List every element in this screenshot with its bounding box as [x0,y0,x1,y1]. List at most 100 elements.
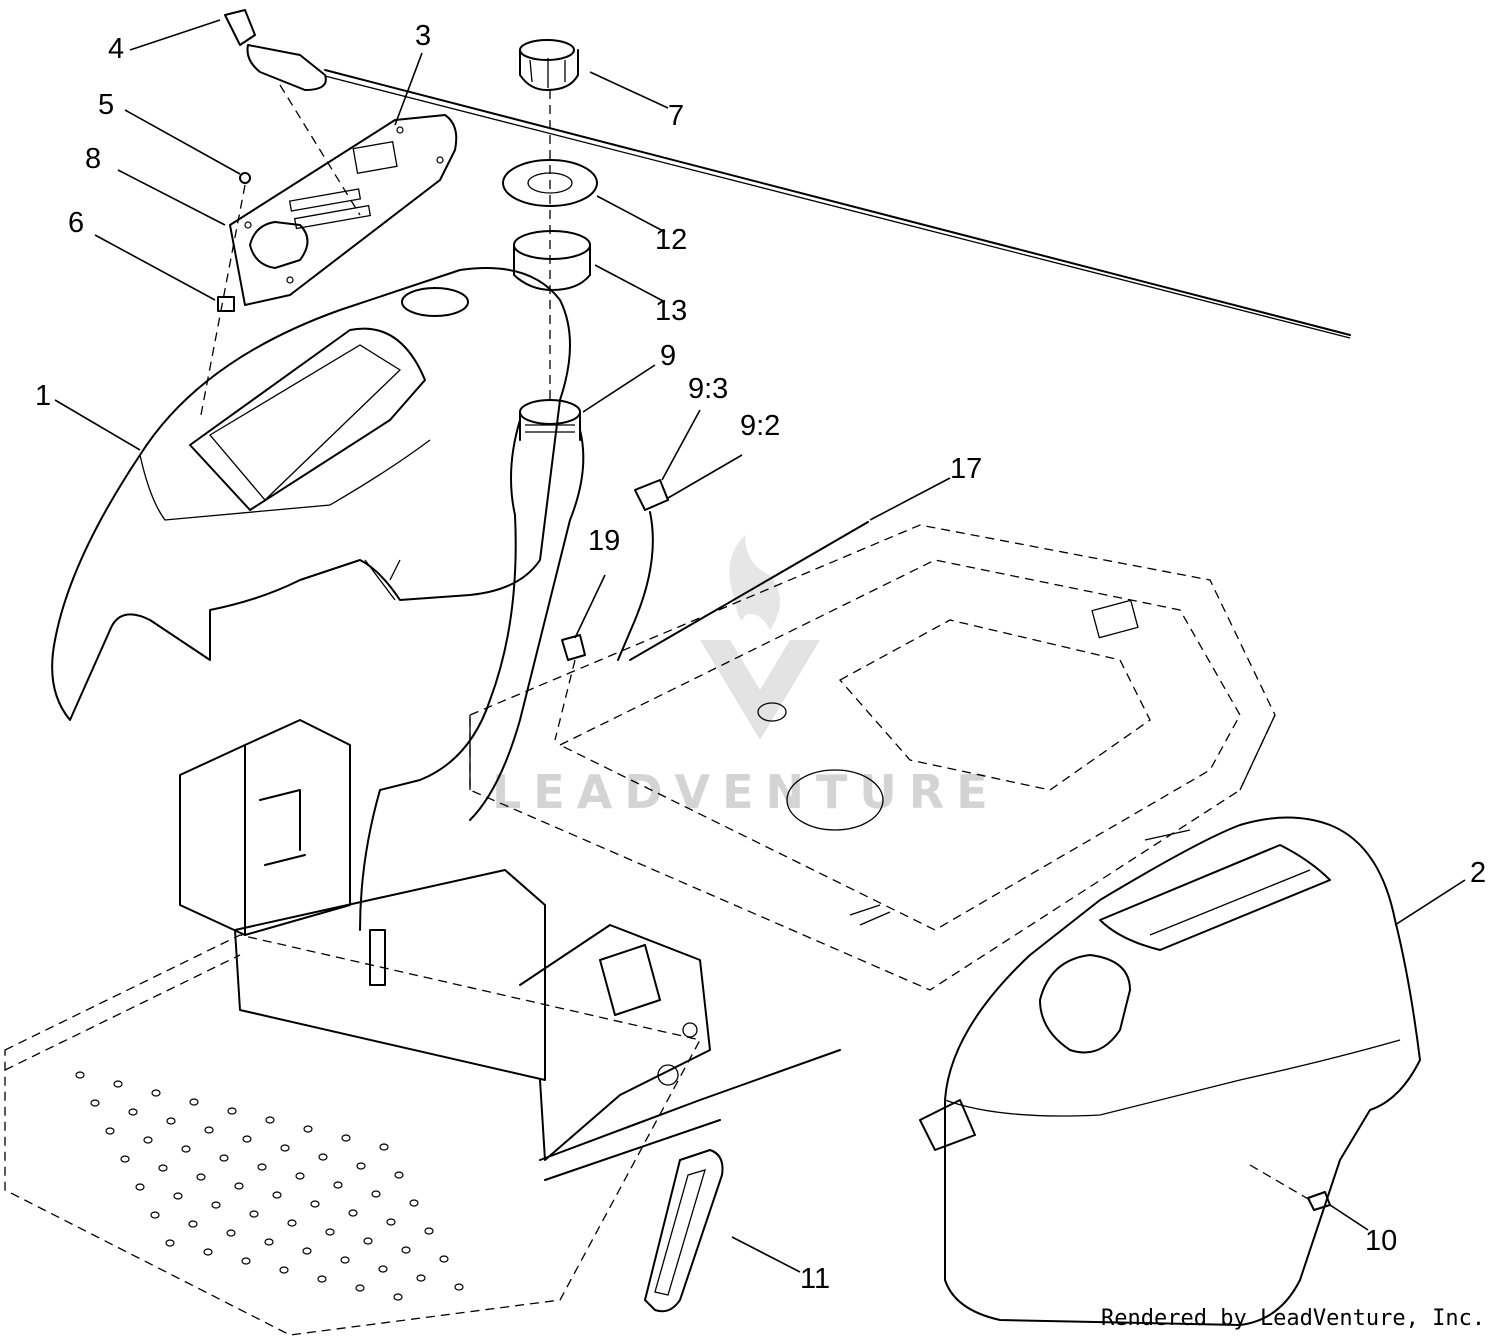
floor-hole [135,1183,145,1191]
floor-hole [234,1182,244,1190]
floor-hole [333,1181,343,1189]
floor-hole [424,1227,434,1235]
callout-9: 9 [660,340,676,372]
floor-hole [265,1116,275,1124]
floor-hole [75,1071,85,1079]
part-1-left-console [51,267,571,721]
floor-hole [189,1098,199,1106]
floor-hole [303,1125,313,1133]
floor-hole [90,1099,100,1107]
watermark: LEADVENTURE [492,535,1000,819]
part-6-nut [217,296,235,312]
floor-hole [219,1154,229,1162]
floor-hole [113,1080,123,1088]
floor-hole [280,1144,290,1152]
floor-hole [279,1266,289,1274]
fuel-tank [359,399,585,931]
callout-2: 2 [1470,857,1486,889]
part-9-3-fitting [617,479,669,661]
floor-hole [257,1163,267,1171]
watermark-text: LEADVENTURE [492,765,1000,819]
callout-10: 10 [1365,1225,1397,1257]
floor-hole [211,1201,221,1209]
callout-8: 8 [85,143,101,175]
floor-hole [143,1136,153,1144]
floor-hole [150,1211,160,1219]
floor-hole [325,1228,335,1236]
floor-hole [439,1255,449,1263]
callout-12: 12 [655,224,687,256]
floor-hole [302,1247,312,1255]
floor-hole [203,1248,213,1256]
floor-hole [371,1190,381,1198]
floor-hole [264,1238,274,1246]
callout-9-2: 9:2 [740,410,780,442]
callout-13: 13 [655,295,687,327]
part-3-control-plate [229,114,458,306]
chassis-frame [469,524,1276,991]
callout-11: 11 [800,1263,830,1295]
leader-lines [54,19,1466,1273]
floor-hole [165,1239,175,1247]
floor-hole [166,1117,176,1125]
callout-1: 1 [35,380,51,412]
callout-17: 17 [950,453,982,485]
frame-uprights [179,719,841,1181]
part-11-pad [644,1149,724,1313]
floor-hole [341,1134,351,1142]
part-5-screw [199,172,251,421]
callout-4: 4 [108,33,124,65]
floor-hole [272,1191,282,1199]
callout-19: 19 [588,525,620,557]
callout-3: 3 [415,20,431,52]
floor-hole [355,1284,365,1292]
callout-labels: 4 5 8 6 1 3 7 12 13 9 9:3 9:2 17 19 2 10… [35,20,1486,1295]
floor-pan [4,934,701,1336]
callout-6: 6 [68,207,84,239]
floor-hole [393,1293,403,1301]
floor-hole [128,1108,138,1116]
floor-hole [348,1209,358,1217]
floor-hole [416,1274,426,1282]
render-credit: Rendered by LeadVenture, Inc. [1101,1306,1486,1331]
part-13-seal [513,230,591,291]
part-4-throttle-control [224,9,1351,339]
floor-hole [295,1172,305,1180]
floor-hole [151,1089,161,1097]
floor-hole [401,1246,411,1254]
floor-hole [363,1237,373,1245]
part-19-valve [554,634,586,741]
floor-hole [105,1127,115,1135]
part-17-rod [629,521,869,661]
floor-hole [409,1199,419,1207]
callout-5: 5 [98,89,114,121]
floor-hole [158,1164,168,1172]
floor-hole [287,1219,297,1227]
floor-hole [379,1143,389,1151]
part-7-fuel-cap [519,39,579,91]
floor-hole [120,1155,130,1163]
part-2-right-console [919,816,1421,1326]
floor-hole [394,1171,404,1179]
callout-7: 7 [668,100,684,132]
floor-hole [242,1135,252,1143]
watermark-logo-icon [700,640,820,740]
floor-hole [241,1257,251,1265]
floor-hole [249,1210,259,1218]
floor-hole [226,1229,236,1237]
watermark-flame-icon [729,535,780,630]
floor-hole [310,1200,320,1208]
floor-hole [181,1145,191,1153]
callout-9-3: 9:3 [688,373,728,405]
floor-hole [356,1162,366,1170]
floor-hole [318,1153,328,1161]
floor-hole [454,1283,464,1291]
floor-hole [173,1192,183,1200]
floor-hole [227,1107,237,1115]
floor-hole [386,1218,396,1226]
floor-hole [196,1173,206,1181]
floor-hole [340,1256,350,1264]
floor-hole [204,1126,214,1134]
floor-hole [378,1265,388,1273]
